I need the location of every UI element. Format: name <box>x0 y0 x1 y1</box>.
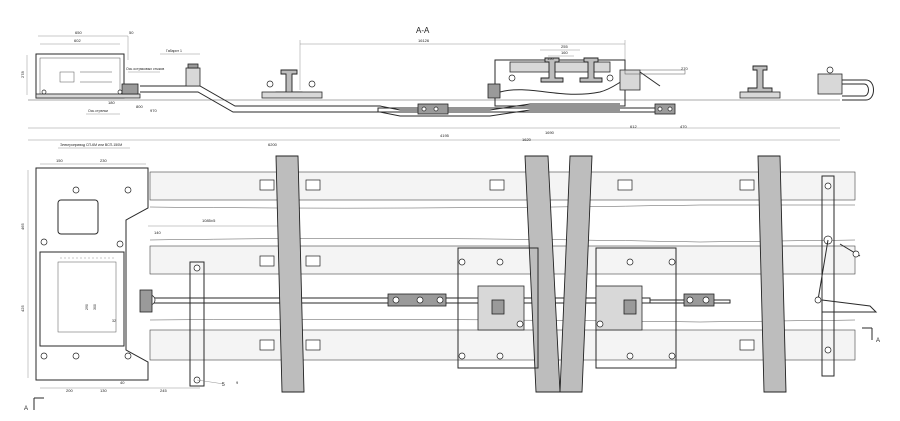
rail-profile-1 <box>261 69 323 99</box>
pdim-465: 465 <box>20 223 25 230</box>
pdim-200: 200 <box>66 388 73 393</box>
marker-left-label: А <box>24 406 28 412</box>
dim-270: 270 <box>681 66 688 71</box>
dim-160: 160 <box>561 50 568 55</box>
pdim-32: 32 <box>112 319 116 323</box>
pdim-290: 290 <box>85 304 89 310</box>
label-mid: Ось остряковых стыков <box>126 67 164 71</box>
dim-6200: 6200 <box>268 142 278 147</box>
item-number: 5 <box>222 382 225 388</box>
rail-profile-2 <box>739 65 781 99</box>
rod-bolts-plan <box>387 293 715 307</box>
dim-800: 800 <box>136 104 143 109</box>
label-top: Габарит 1 <box>166 49 182 53</box>
pdim-40: 40 <box>120 380 125 385</box>
rod-bolts-elevation <box>417 103 676 115</box>
rail-fastenings <box>259 179 755 351</box>
pdim-130: 130 <box>100 388 107 393</box>
dim-150: 150 <box>547 56 554 61</box>
switch-plates-plan <box>457 247 677 369</box>
section-marker-right: А <box>862 327 880 344</box>
dim-4195: 4195 <box>440 133 450 138</box>
pdim-230: 230 <box>100 158 107 163</box>
section-marker-left: А <box>24 397 44 412</box>
pdim-150: 150 <box>56 158 63 163</box>
dim-970: 970 <box>150 108 157 113</box>
mounting-plate-left <box>189 261 205 387</box>
ref-number: 9 <box>236 380 239 385</box>
switch-mechanism-elevation: 255 160 150 <box>487 44 686 107</box>
pdim-300: 300 <box>93 304 97 310</box>
dim-small: 50 <box>129 30 134 35</box>
marker-right-label: А <box>876 338 880 344</box>
pdim-245: 245 <box>160 388 167 393</box>
plan-view: 150 230 465 425 140 1085±5 200 130 40 24… <box>20 155 880 412</box>
rails-plan <box>275 155 787 393</box>
end-stop <box>817 66 874 101</box>
pdim-425: 425 <box>20 305 25 312</box>
label-bottom: Ось стрелки <box>88 109 108 113</box>
dim-box-width: 650 <box>75 30 82 35</box>
dim-612: 612 <box>630 124 637 129</box>
dim-470: 470 <box>680 124 687 129</box>
dim-box-height: 278 <box>20 71 25 78</box>
pdim-1085: 1085±5 <box>202 218 216 223</box>
right-lever <box>814 175 878 377</box>
drive-unit-plan <box>35 167 149 381</box>
dim-overall: 16126 <box>418 38 430 43</box>
dim-1620: 1620 <box>522 137 532 142</box>
section-view: А-А 16126 650 602 50 278 Габарит <box>20 26 874 149</box>
dim-box-inner: 602 <box>74 38 81 43</box>
drive-housing: 650 602 50 278 <box>20 30 141 99</box>
dim-180: 180 <box>108 100 115 105</box>
dim-255: 255 <box>561 44 568 49</box>
label-motor: Электропривод СП-6М или ВСП-150М <box>60 143 122 147</box>
dim-1690: 1690 <box>545 130 555 135</box>
section-title: А-А <box>416 26 430 35</box>
pdim-140: 140 <box>154 230 161 235</box>
